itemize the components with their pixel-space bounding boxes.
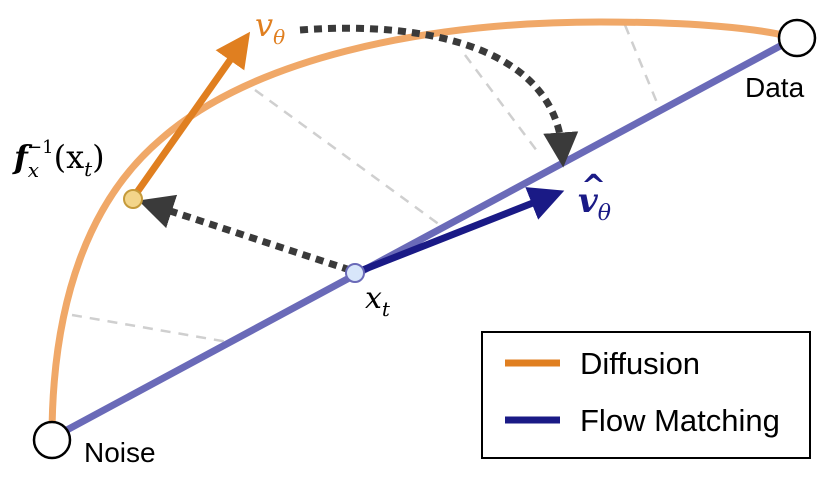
flow-matching-path [48, 34, 799, 442]
data-endpoint [777, 18, 817, 58]
noise-label: Noise [84, 437, 156, 468]
x-t-point [345, 263, 365, 283]
data-label: Data [745, 72, 805, 103]
v-hat-base: vθ [578, 181, 611, 226]
f-inverse-point [123, 189, 143, 209]
diffusion-path [48, 18, 799, 442]
legend-label-diffusion: Diffusion [580, 346, 700, 381]
f-inverse-label: fx−1(xt) [12, 137, 105, 182]
guide-line [464, 54, 541, 156]
dotted-arrow-to-flow [299, 24, 579, 168]
dotted-arrow-to-curve [138, 194, 352, 274]
guide-line [71, 313, 229, 344]
legend: Diffusion Flow Matching [481, 331, 811, 459]
guide-line [254, 88, 441, 227]
noise-endpoint [32, 420, 72, 460]
legend-box [481, 331, 811, 459]
guide-line [623, 24, 662, 111]
v-hat-theta-label: ^ vθ [578, 169, 611, 226]
hat-glyph: ^ [581, 169, 606, 204]
v-theta-label: vθ [255, 6, 285, 49]
guide-lines [71, 24, 662, 344]
legend-label-flow-matching: Flow Matching [580, 403, 780, 438]
v-hat-theta-arrow [353, 187, 565, 277]
x-t-label: xt [365, 281, 391, 321]
v-theta-arrow [130, 31, 251, 201]
